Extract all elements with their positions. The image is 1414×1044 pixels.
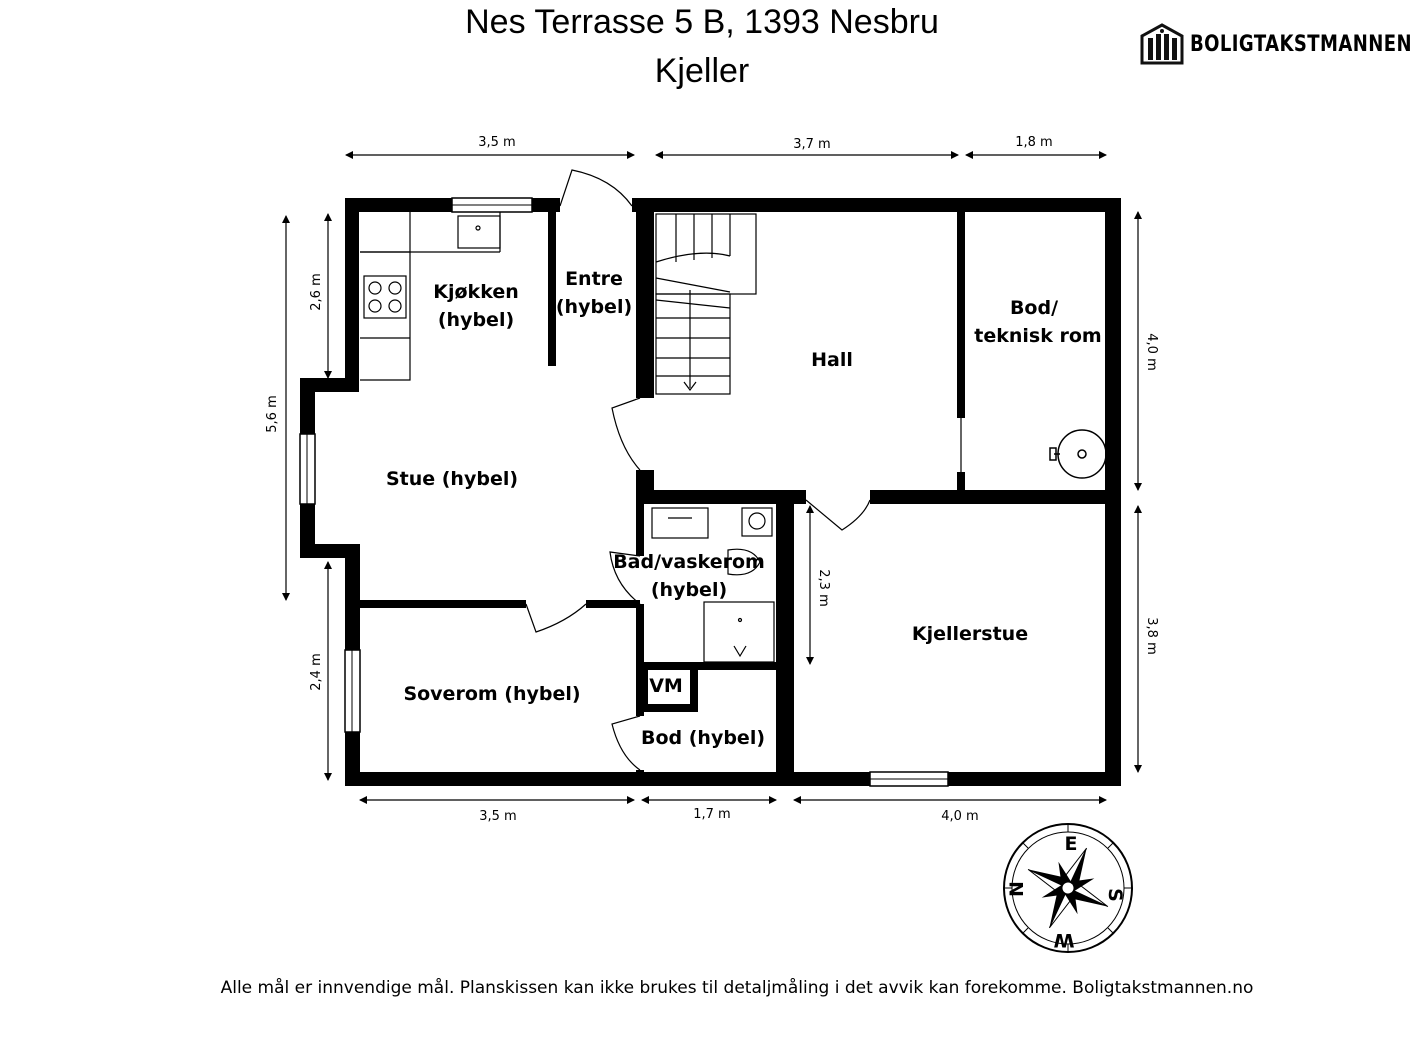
- room-kjokken-sublabel: (hybel): [438, 309, 514, 331]
- room-bod-label: Bod/: [1010, 297, 1058, 319]
- dim-inner-bath: 2,3 m: [816, 569, 831, 606]
- dim-bottom-mid: 1,7 m: [693, 807, 730, 822]
- interior-walls: [360, 212, 1110, 782]
- dim-bottom-left: 3,5 m: [479, 809, 516, 824]
- room-entre-label: Entre: [565, 268, 623, 290]
- compass-north: N: [1006, 881, 1028, 897]
- dim-right-lower: 3,8 m: [1144, 617, 1159, 654]
- dimension-labels: 3,5 m 3,7 m 1,8 m 2,6 m 5,6 m 2,4 m 4,0 …: [265, 135, 1159, 824]
- house-building-icon: [1140, 23, 1184, 65]
- room-labels: Kjøkken (hybel) Entre (hybel) Hall Bod/ …: [386, 268, 1102, 749]
- dim-bottom-right: 4,0 m: [941, 809, 978, 824]
- dimension-lines: [282, 151, 1142, 804]
- room-bod-hybel-label: Bod (hybel): [641, 727, 765, 749]
- floor-title: Kjeller: [654, 52, 750, 90]
- boiler-icon: [1049, 429, 1107, 479]
- compass-rose-icon: E S W N: [1003, 823, 1133, 953]
- boligtakstmannen-logo: BOLIGTAKSTMANNEN: [1140, 22, 1414, 66]
- disclaimer-footer: Alle mål er innvendige mål. Planskissen …: [220, 978, 1254, 998]
- room-bad-sublabel: (hybel): [651, 579, 727, 601]
- kitchen-fixtures: [360, 212, 501, 381]
- dim-left-full: 5,6 m: [265, 395, 280, 432]
- room-bad-label: Bad/vaskerom: [613, 551, 765, 573]
- room-kjellerstue-label: Kjellerstue: [912, 623, 1028, 645]
- compass-east: E: [1065, 833, 1078, 855]
- room-entre-sublabel: (hybel): [556, 296, 632, 318]
- room-stue-label: Stue (hybel): [386, 468, 518, 490]
- compass-west: W: [1053, 929, 1074, 951]
- dim-left-lower: 2,4 m: [309, 653, 324, 690]
- dim-top-left: 3,5 m: [478, 135, 515, 150]
- room-hall-label: Hall: [811, 349, 853, 371]
- logo-text: BOLIGTAKSTMANNEN: [1190, 31, 1413, 57]
- room-bod-sublabel: teknisk rom: [974, 325, 1101, 347]
- staircase: [655, 213, 757, 395]
- windows: [299, 197, 949, 787]
- dim-top-right: 1,8 m: [1015, 135, 1052, 150]
- dim-right-upper: 4,0 m: [1144, 333, 1159, 370]
- bathroom-fixtures: [651, 507, 775, 663]
- address-title: Nes Terrasse 5 B, 1393 Nesbru: [465, 3, 939, 41]
- room-vm-label: VM: [649, 675, 683, 697]
- doors: [525, 169, 962, 771]
- compass-south: S: [1104, 888, 1126, 902]
- dim-top-mid: 3,7 m: [793, 137, 830, 152]
- room-kjokken-label: Kjøkken: [433, 281, 518, 303]
- room-soverom-label: Soverom (hybel): [403, 683, 580, 705]
- dim-left-upper: 2,6 m: [309, 273, 324, 310]
